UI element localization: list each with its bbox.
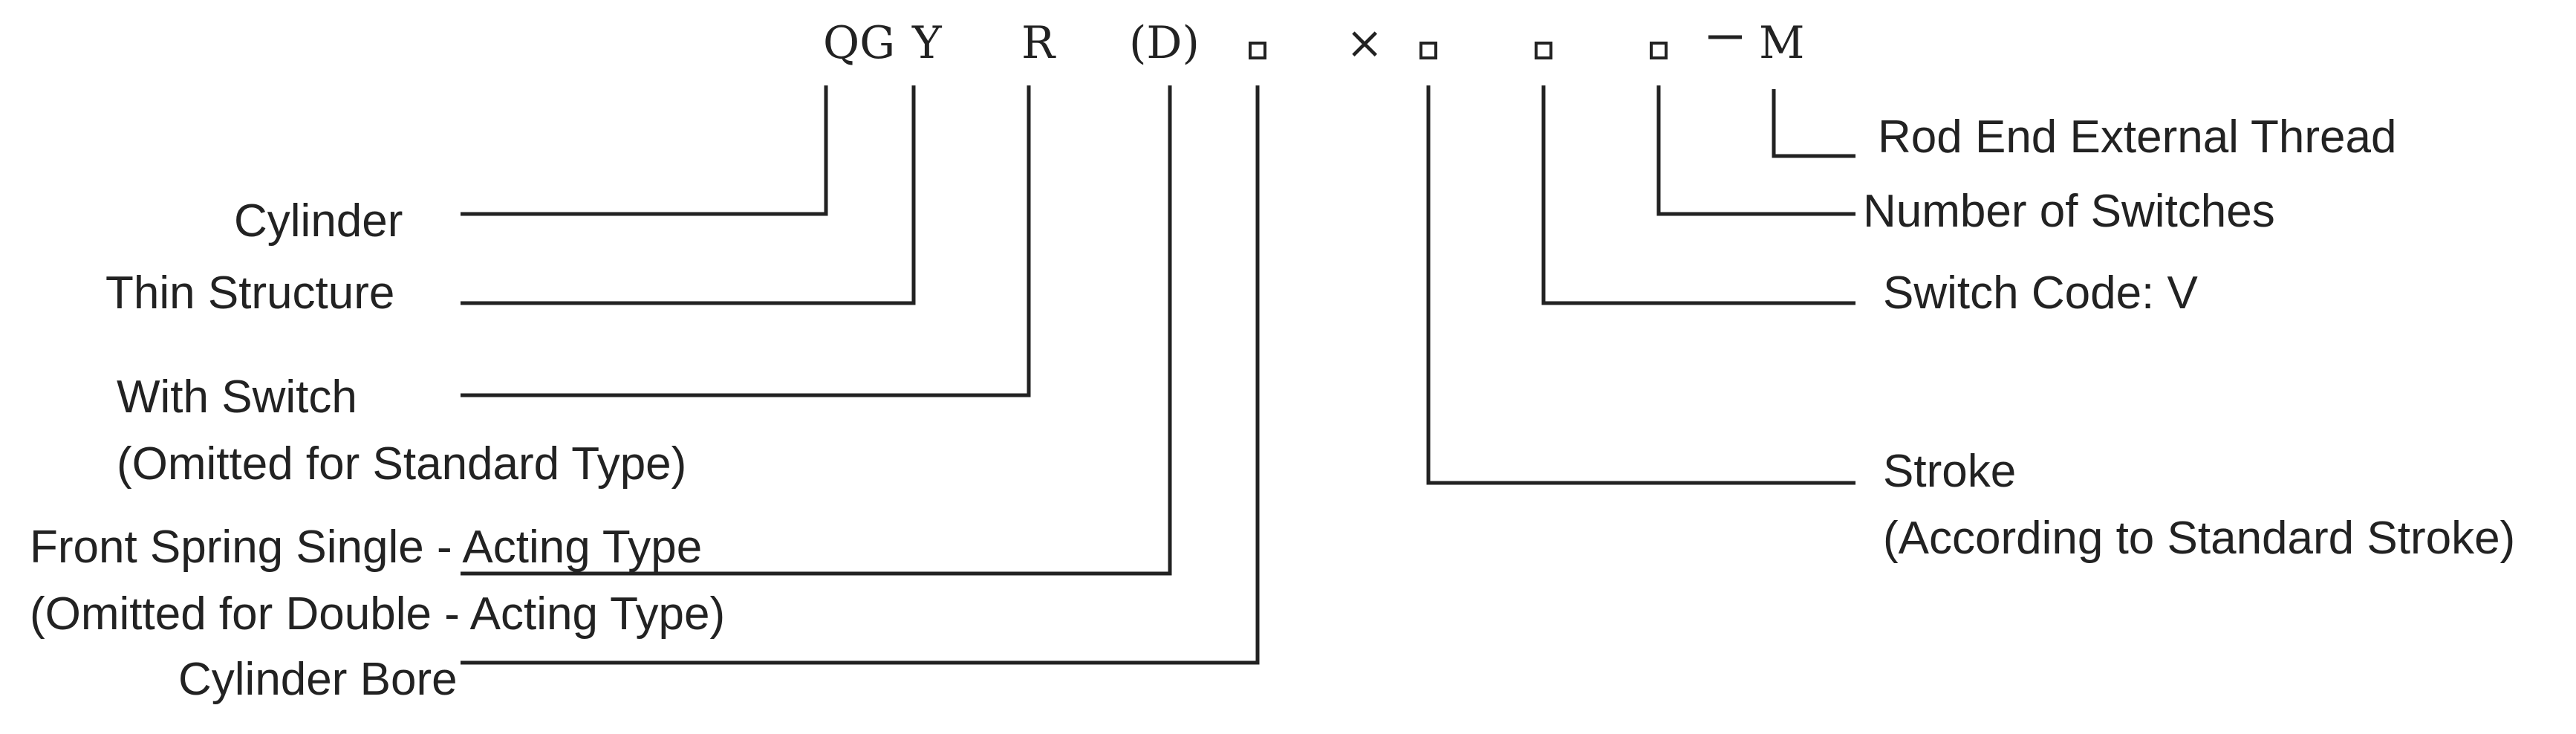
leader-switch-code <box>1541 85 1855 305</box>
leader-thin-structure <box>461 85 916 305</box>
label-stroke-note: (According to Standard Stroke) <box>1883 513 2515 564</box>
leader-front-spring <box>461 85 1172 576</box>
code-qg: QG <box>823 17 895 69</box>
label-front-spring-note: (Omitted for Double - Acting Type) <box>30 588 725 640</box>
label-with-switch-note: (Omitted for Standard Type) <box>117 438 686 490</box>
placeholder-box-stroke <box>1419 42 1437 59</box>
leader-with-switch <box>461 85 1031 397</box>
code-y: Y <box>911 17 943 69</box>
label-front-spring: Front Spring Single - Acting Type <box>30 522 702 573</box>
label-stroke: Stroke <box>1883 446 2016 497</box>
leader-cylinder <box>461 85 828 216</box>
label-thin-structure: Thin Structure <box>105 267 394 319</box>
label-cylinder-bore: Cylinder Bore <box>178 654 458 705</box>
code-m: M <box>1759 17 1804 69</box>
label-rod-end: Rod End External Thread <box>1878 111 2397 163</box>
leader-number-of-switches <box>1656 85 1855 216</box>
label-switch-code: Switch Code: V <box>1883 267 2199 319</box>
leader-stroke <box>1426 85 1855 485</box>
placeholder-box-switch-code <box>1535 42 1552 59</box>
leader-cylinder-bore <box>461 85 1260 665</box>
placeholder-box-switch-count <box>1650 42 1668 59</box>
leader-rod-end <box>1772 89 1855 158</box>
label-with-switch: With Switch <box>117 371 357 423</box>
code-d: (D) <box>1129 17 1200 69</box>
code-r: R <box>1021 17 1056 69</box>
code-x: × <box>1346 17 1383 69</box>
label-number-of-switches: Number of Switches <box>1863 186 2275 237</box>
placeholder-box-bore <box>1249 42 1266 59</box>
label-cylinder: Cylinder <box>234 195 403 247</box>
